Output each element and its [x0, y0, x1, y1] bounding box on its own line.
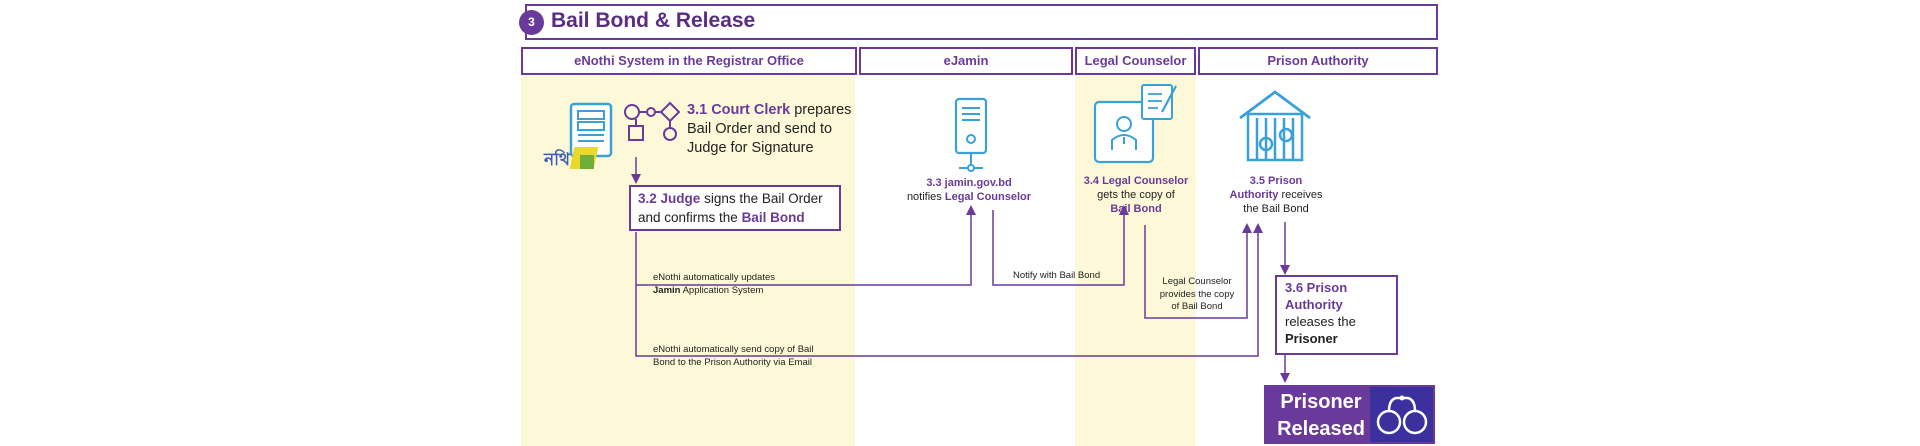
- flow-label-jamin-update-line2b: Application System: [680, 285, 764, 296]
- flow-label-jamin-update: eNothi automatically updates Jamin Appli…: [653, 271, 833, 297]
- handcuffs-icon: [1376, 395, 1428, 435]
- section-number-badge: 3: [519, 10, 544, 35]
- prison-icon: [1239, 90, 1311, 162]
- step-3-5-line1: 3.5 Prison: [1249, 175, 1303, 187]
- workflow-icon: [624, 101, 680, 141]
- flow-label-legal-provides-line1: Legal Counselor: [1162, 276, 1232, 287]
- lane-header-enothi: eNothi System in the Registrar Office: [521, 47, 857, 75]
- step-3-1-line3: Judge for Signature: [687, 140, 814, 156]
- step-3-5-line2b: receives: [1278, 189, 1323, 201]
- flow-label-jamin-update-line2a: Jamin: [653, 285, 681, 296]
- flow-label-email-line1: eNothi automatically send copy of Bail: [653, 344, 814, 355]
- step-3-1-rest: prepares: [790, 102, 852, 118]
- nothi-logo: নথি: [544, 147, 602, 171]
- step-3-4-line1: 3.4 Legal Counselor: [1083, 175, 1189, 187]
- prisoner-released-line1: Prisoner: [1280, 391, 1362, 413]
- flow-label-jamin-update-line1: eNothi automatically updates: [653, 272, 775, 283]
- step-3-6-line2: Authority: [1285, 297, 1343, 312]
- step-3-4-line2: gets the copy of: [1097, 189, 1175, 201]
- flow-label-email: eNothi automatically send copy of Bail B…: [653, 343, 893, 369]
- step-3-6-line1: 3.6 Prison: [1285, 280, 1348, 295]
- flow-label-email-line2: Bond to the Prison Authority via Email: [653, 357, 812, 368]
- ejamin-server-icon: [954, 97, 988, 172]
- step-3-3-text: 3.3 jamin.gov.bd notifies Legal Counselo…: [886, 176, 1052, 204]
- lane-header-prison-authority: Prison Authority: [1198, 47, 1438, 75]
- flow-label-notify: Notify with Bail Bond: [1013, 270, 1101, 281]
- prisoner-released-text: Prisoner Released: [1268, 389, 1374, 443]
- flow-label-legal-provides-line3: of Bail Bond: [1171, 301, 1223, 312]
- step-3-4-text: 3.4 Legal Counselor gets the copy of Bai…: [1078, 174, 1194, 216]
- step-3-5-line3: the Bail Bond: [1243, 203, 1309, 215]
- step-3-1-num: 3.1: [687, 102, 708, 118]
- step-3-2-actor: Judge: [660, 191, 701, 206]
- prisoner-released-line2: Released: [1277, 418, 1365, 440]
- step-3-6-line3: releases the: [1285, 314, 1356, 329]
- step-3-3-line2a: notifies: [906, 191, 945, 203]
- flow-label-legal-provides-line2: provides the copy: [1159, 288, 1235, 300]
- step-3-5-line2a: Authority: [1229, 189, 1279, 201]
- step-3-2-num: 3.2: [638, 191, 657, 206]
- lane-header-ejamin: eJamin: [859, 47, 1073, 75]
- step-3-4-line3: Bail Bond: [1110, 203, 1162, 215]
- lawyer-document-icon: [1093, 84, 1177, 164]
- nothi-logo-leaf-dark: [580, 155, 594, 169]
- step-3-1-actor: Court Clerk: [711, 102, 791, 118]
- step-3-6-box: [1275, 275, 1398, 355]
- step-3-2-text: 3.2 Judge signs the Bail Order and confi…: [638, 189, 838, 227]
- step-3-6-text: 3.6 Prison Authority releases the Prison…: [1285, 279, 1395, 347]
- step-3-1-text: 3.1 Court Clerk prepares Bail Order and …: [687, 101, 867, 158]
- step-3-1-line2: Bail Order and send to: [687, 121, 833, 137]
- nothi-logo-text: নথি: [544, 150, 571, 170]
- step-3-6-line4: Prisoner: [1285, 331, 1338, 346]
- step-3-5-text: 3.5 Prison Authority receives the Bail B…: [1226, 174, 1326, 216]
- step-3-3-line2b: Legal Counselor: [944, 191, 1032, 203]
- section-title: Bail Bond & Release: [551, 9, 756, 32]
- step-3-3-line1: 3.3 jamin.gov.bd: [926, 177, 1012, 189]
- step-3-2-box: [629, 185, 841, 231]
- step-3-2-line2b: Bail Bond: [741, 210, 805, 225]
- step-3-2-line2a: and confirms the: [638, 210, 742, 225]
- lane-header-legal-counselor: Legal Counselor: [1075, 47, 1196, 75]
- flow-label-legal-provides: Legal Counselor provides the copy of Bai…: [1147, 276, 1247, 314]
- step-3-2-rest: signs the Bail Order: [700, 191, 823, 206]
